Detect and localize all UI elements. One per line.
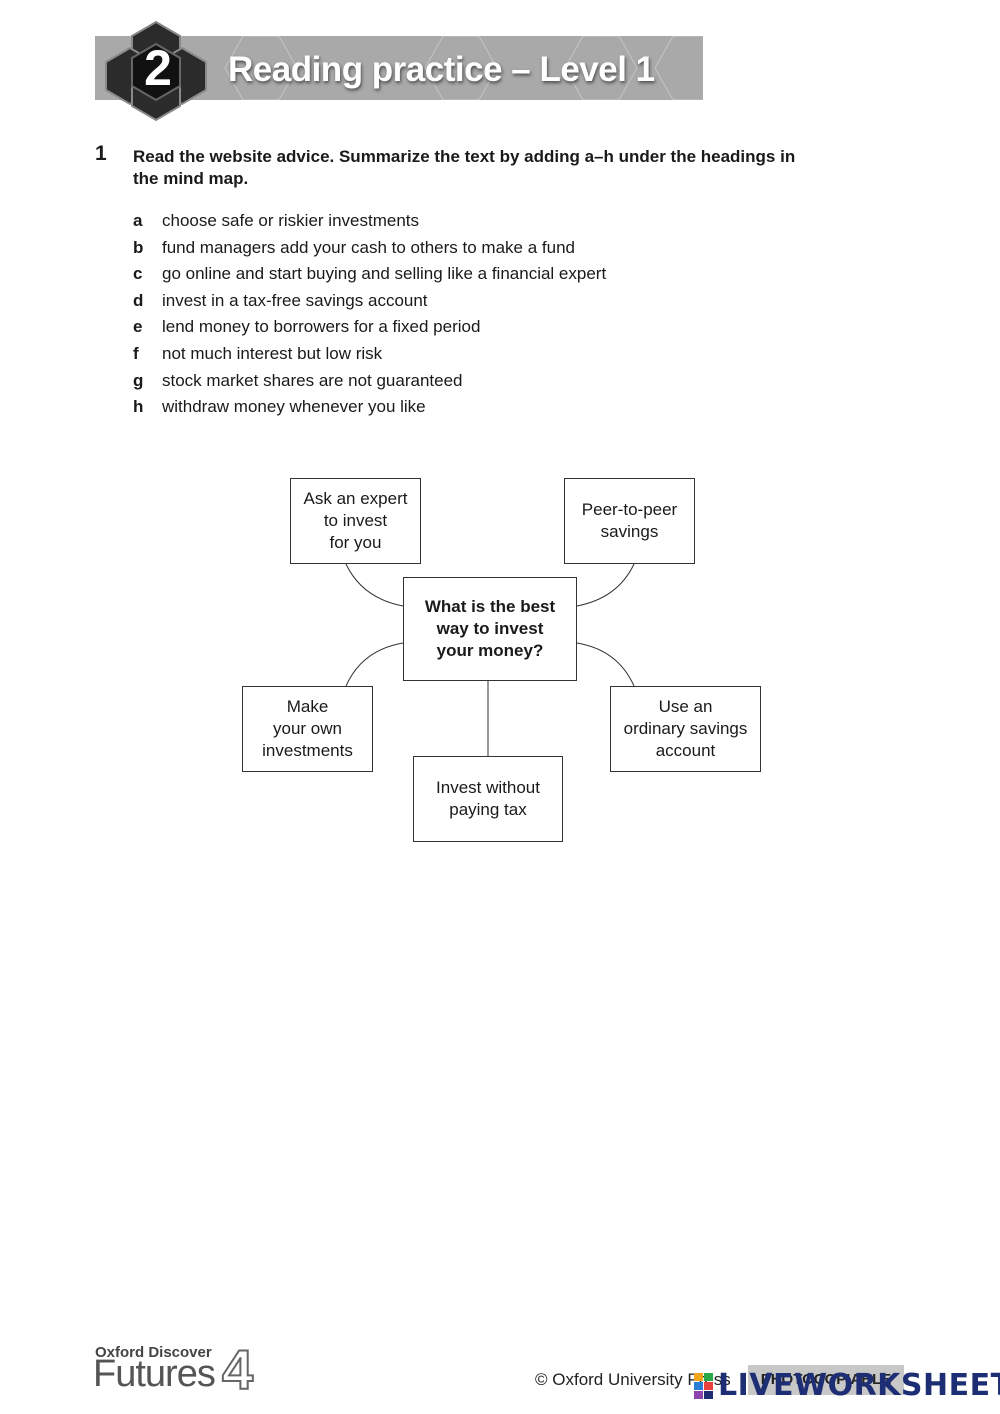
option-letter: a (133, 211, 143, 230)
mindmap-center: What is the best way to invest your mone… (403, 577, 577, 681)
mindmap-center-text: What is the best way to invest your mone… (424, 597, 556, 660)
brand-name: Futures (93, 1353, 216, 1395)
connector-own (345, 642, 404, 687)
mindmap-box-ask-expert: Ask an expert to invest for you (290, 478, 421, 564)
page-title: Reading practice – Level 1 (228, 50, 655, 89)
option-letter: f (133, 343, 139, 363)
copyright-text: © Oxford University Press (535, 1370, 731, 1389)
brand-series: Oxford Discover (95, 1344, 212, 1361)
option-text: stock market shares are not guaranteed (162, 370, 463, 390)
option-text: go online and start buying and selling l… (162, 264, 607, 284)
heading-peer-to-peer: Peer-to-peer savings (581, 500, 678, 541)
exercise-number: 1 (95, 142, 107, 165)
heading-own-investments: Make your own investments (262, 697, 353, 760)
option-text: not much interest but low risk (162, 343, 383, 363)
option-text: invest in a tax-free savings account (162, 290, 428, 310)
mindmap-box-without-tax: Invest without paying tax (413, 756, 563, 842)
option-letter: e (133, 317, 143, 337)
mindmap-box-peer-to-peer: Peer-to-peer savings (564, 478, 695, 564)
option-text: fund managers add your cash to others to… (162, 237, 575, 257)
liveworksheets-logo-icon (694, 1373, 713, 1399)
unit-hexagon-icon (105, 20, 207, 122)
option-letter: h (133, 397, 144, 417)
option-text: lend money to borrowers for a fixed peri… (162, 317, 481, 337)
option-letter: c (133, 264, 143, 284)
connector-ordinary (576, 642, 635, 687)
mindmap-box-ordinary-account: Use an ordinary savings account (610, 686, 761, 772)
option-letter: g (133, 370, 144, 390)
option-letter: d (133, 290, 144, 310)
option-text: withdraw money whenever you like (162, 397, 426, 417)
exercise-instruction: Read the website advice. Summarize the t… (133, 147, 796, 188)
heading-ordinary-account: Use an ordinary savings account (623, 697, 748, 760)
unit-number: 2 (144, 40, 172, 96)
heading-without-tax: Invest without paying tax (436, 778, 540, 819)
connector-p2p (576, 563, 635, 607)
heading-ask-expert: Ask an expert to invest for you (303, 489, 408, 552)
brand-level: 4 (221, 1338, 254, 1401)
option-text: choose safe or riskier investments (162, 211, 419, 230)
hexagon-pattern (224, 36, 703, 100)
photocopiable-badge: PHOTOCOPIABLE (748, 1365, 904, 1395)
mindmap-box-own-investments: Make your own investments (242, 686, 373, 772)
watermark-text: LIVEWORKSHEETS (718, 1368, 1000, 1403)
option-letter: b (133, 237, 144, 257)
connector-expert (345, 563, 404, 607)
